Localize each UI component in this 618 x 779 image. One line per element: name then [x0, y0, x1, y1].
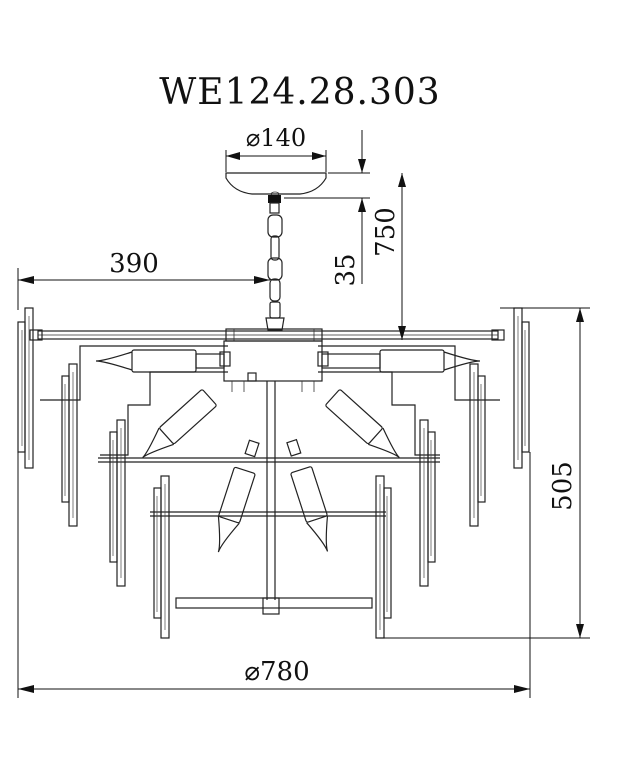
candle-bulbs: [95, 349, 481, 553]
label-canopy-height: 35: [331, 253, 361, 286]
candle-bulb-right-mid: [325, 389, 400, 459]
label-radius: 390: [109, 249, 159, 279]
dimension-total-height: [398, 173, 406, 340]
dimension-lines: [17, 130, 590, 698]
crystal-panel-right-3: [419, 419, 436, 587]
hanging-chain: [265, 214, 285, 331]
crystal-panel-left-outer: [17, 307, 34, 469]
label-total-height: 750: [371, 207, 401, 257]
label-overall-diameter: ⌀780: [244, 657, 309, 687]
dimension-canopy-diameter: [225, 150, 327, 172]
crystal-panel-right-outer: [513, 307, 530, 469]
candle-bulb-right-top: [321, 349, 481, 373]
crystal-panel-left-2: [61, 363, 78, 527]
model-code-title: WE124.28.303: [159, 72, 440, 113]
label-canopy-diameter: ⌀140: [246, 124, 306, 152]
candle-bulb-left-top: [95, 349, 225, 373]
crystal-panel-right-inner: [375, 475, 392, 639]
candle-bulb-left-low: [217, 439, 260, 553]
dimension-body-height: [380, 307, 590, 639]
crystal-panels: [17, 307, 530, 639]
dimension-overall-diameter: [17, 452, 531, 698]
dimension-radius: [17, 268, 270, 310]
dimension-canopy-height: [284, 130, 370, 284]
candle-bulb-left-mid: [142, 389, 217, 459]
crystal-panel-right-2: [469, 363, 486, 527]
label-body-height: 505: [548, 461, 578, 511]
ceiling-canopy: [225, 172, 327, 214]
crystal-panel-left-3: [109, 419, 126, 587]
candle-bulb-right-low: [286, 438, 329, 552]
top-frame-ring: [29, 328, 505, 342]
crystal-panel-left-inner: [153, 475, 170, 639]
central-hub: [219, 340, 329, 615]
